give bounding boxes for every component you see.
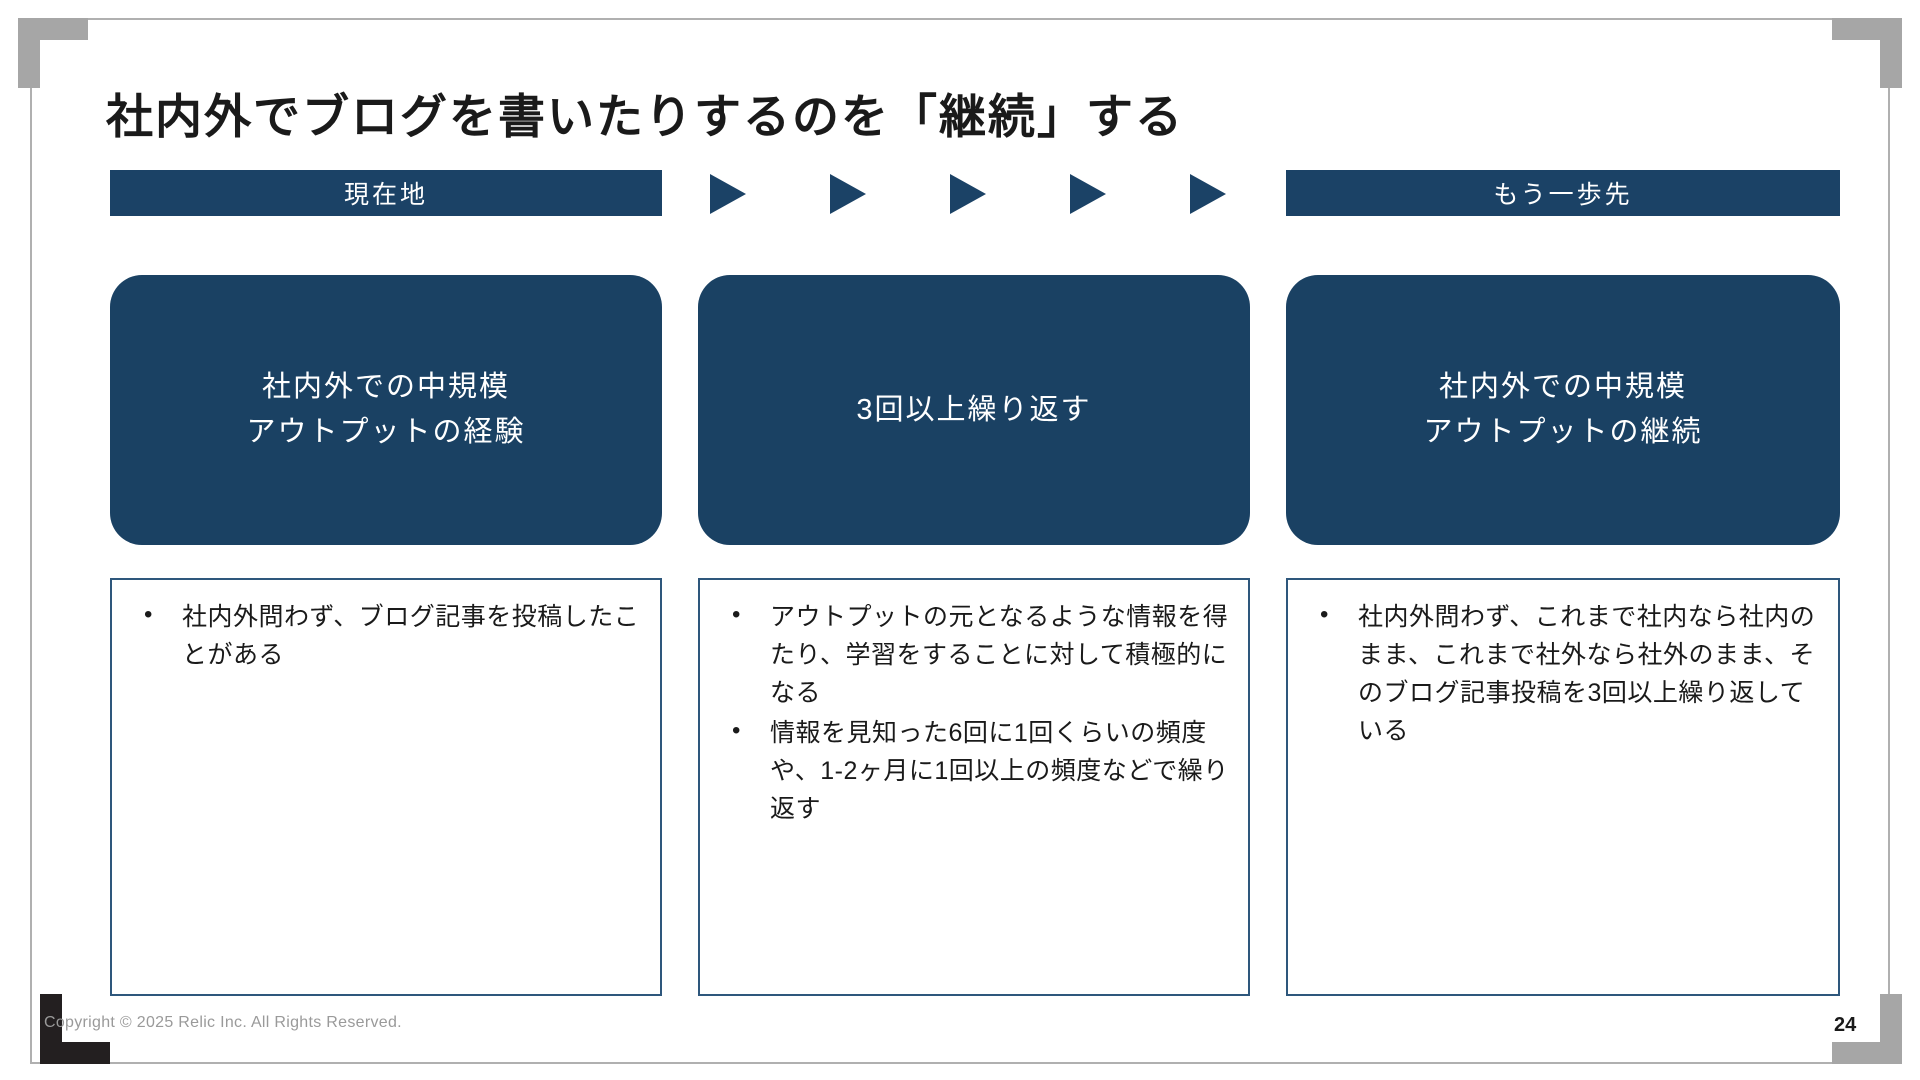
arrow-right-icon (1190, 174, 1226, 214)
slide-frame-right (1888, 18, 1890, 1064)
page-title: 社内外でブログを書いたりするのを「継続」する (106, 90, 1184, 144)
stage-box-line-2: アウトプットの経験 (246, 416, 526, 448)
stage-box-line-1: 社内外での中規模 (1438, 371, 1687, 404)
detail-panel-current: 社内外問わず、ブログ記事を投稿したことがある (110, 578, 662, 996)
list-item: 社内外問わず、ブログ記事を投稿したことがある (130, 597, 646, 674)
stage-box-line-2: アウトプットの継続 (1423, 416, 1703, 448)
slide-frame-top (30, 18, 1890, 20)
stage-box-line-1: 3回以上繰り返す (856, 393, 1092, 426)
arrow-progression (700, 170, 1255, 216)
stage-box-middle: 3回以上繰り返す (698, 275, 1250, 545)
page-number: 24 (1834, 1014, 1857, 1036)
corner-bracket-top-right (1832, 18, 1902, 88)
stage-box-current: 社内外での中規模 アウトプットの経験 (110, 275, 662, 545)
list-item: 社内外問わず、これまで社内なら社内のまま、これまで社外なら社外のまま、そのブログ… (1306, 597, 1824, 750)
stage-header-current: 現在地 (110, 170, 662, 216)
list-item: 情報を見知った6回に1回くらいの頻度や、1-2ヶ月に1回以上の頻度などで繰り返す (718, 713, 1234, 828)
detail-panel-middle: アウトプットの元となるような情報を得たり、学習をすることに対して積極的になる 情… (698, 578, 1250, 996)
corner-bracket-top-left (18, 18, 88, 88)
arrow-right-icon (710, 174, 746, 214)
slide-frame-left (30, 18, 32, 1064)
bullet-list: 社内外問わず、ブログ記事を投稿したことがある (130, 597, 646, 674)
corner-bracket-bottom-left (40, 994, 110, 1064)
stage-header-next: もう一歩先 (1286, 170, 1840, 216)
stage-box-line-1: 社内外での中規模 (261, 371, 510, 404)
stage-header-next-label: もう一歩先 (1493, 181, 1633, 209)
arrow-right-icon (950, 174, 986, 214)
list-item: アウトプットの元となるような情報を得たり、学習をすることに対して積極的になる (718, 597, 1234, 712)
corner-bracket-bottom-right (1832, 994, 1902, 1064)
slide-frame-bottom (30, 1062, 1890, 1064)
arrow-right-icon (1070, 174, 1106, 214)
bullet-list: 社内外問わず、これまで社内なら社内のまま、これまで社外なら社外のまま、そのブログ… (1306, 597, 1824, 750)
stage-header-current-label: 現在地 (343, 181, 428, 209)
copyright-notice: Copyright © 2025 Relic Inc. All Rights R… (44, 1014, 402, 1031)
bullet-list: アウトプットの元となるような情報を得たり、学習をすることに対して積極的になる 情… (718, 597, 1234, 828)
stage-box-next: 社内外での中規模 アウトプットの継続 (1286, 275, 1840, 545)
arrow-right-icon (830, 174, 866, 214)
detail-panel-next: 社内外問わず、これまで社内なら社内のまま、これまで社外なら社外のまま、そのブログ… (1286, 578, 1840, 996)
